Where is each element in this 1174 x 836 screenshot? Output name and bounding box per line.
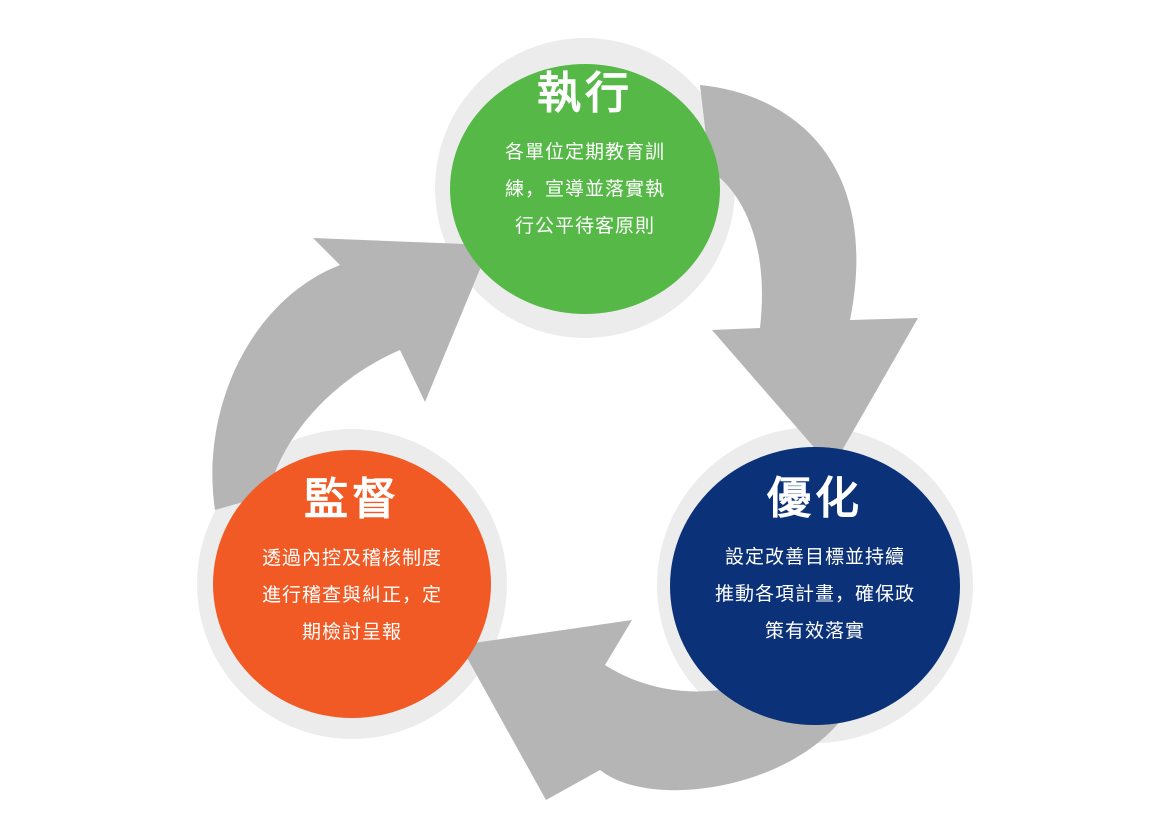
- optimize-title: 優化: [767, 473, 863, 524]
- execute-node: 執行 各單位定期教育訓 練，宣導並落實執 行公平待客原則: [450, 64, 720, 314]
- optimize-description: 設定改善目標並持續 推動各項計畫，確保政 策有效落實: [695, 539, 935, 650]
- execute-desc-line: 行公平待客原則: [514, 215, 655, 237]
- execute-description: 各單位定期教育訓 練，宣導並落實執 行公平待客原則: [470, 134, 700, 245]
- arrow-optimize-to-monitor: [460, 620, 845, 800]
- optimize-desc-line: 設定改善目標並持續: [724, 546, 905, 568]
- monitor-node: 監督 透過內控及稽核制度 進行稽查與糾正，定 期檢討呈報: [213, 450, 491, 718]
- monitor-title: 監督: [304, 474, 400, 525]
- arrow-execute-to-optimize: [700, 85, 918, 468]
- optimize-desc-line: 推動各項計畫，確保政: [714, 583, 915, 605]
- monitor-desc-line: 透過內控及稽核制度: [261, 547, 442, 569]
- monitor-desc-line: 進行稽查與糾正，定: [261, 584, 442, 606]
- execute-desc-line: 練，宣導並落實執: [504, 178, 665, 200]
- monitor-description: 透過內控及稽核制度 進行稽查與糾正，定 期檢討呈報: [232, 540, 472, 651]
- optimize-node: 優化 設定改善目標並持續 推動各項計畫，確保政 策有效落實: [670, 447, 960, 725]
- execute-title: 執行: [537, 68, 633, 119]
- arrow-monitor-to-execute: [212, 238, 490, 510]
- monitor-desc-line: 期檢討呈報: [301, 621, 402, 643]
- execute-desc-line: 各單位定期教育訓: [504, 141, 665, 163]
- optimize-desc-line: 策有效落實: [764, 620, 865, 642]
